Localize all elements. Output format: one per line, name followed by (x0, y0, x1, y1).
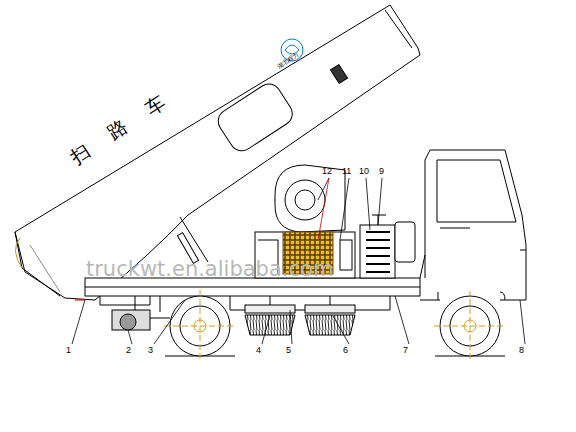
suction-nozzle (112, 310, 170, 330)
callout-number: 1 (66, 346, 71, 355)
hopper (15, 5, 420, 300)
callout-number: 6 (343, 346, 348, 355)
suction-fan (275, 165, 345, 232)
callout-number: 9 (379, 167, 384, 176)
callout-number: 8 (519, 346, 524, 355)
leader-lines (72, 178, 525, 344)
chassis-frame (85, 278, 420, 312)
spring-unit (360, 215, 415, 278)
callout-number: 4 (256, 346, 261, 355)
callout-number: 10 (359, 167, 369, 176)
callout-number: 11 (342, 167, 351, 176)
callout-number: 5 (286, 346, 291, 355)
watermark: truckwt.en.alibaba.com (86, 259, 333, 280)
callout-number: 2 (126, 346, 131, 355)
truck-cab (420, 150, 526, 300)
callout-number: 7 (403, 346, 408, 355)
sweeping-brushes (245, 296, 355, 335)
callout-number: 3 (148, 346, 153, 355)
callout-number: 12 (322, 167, 332, 176)
rear-wheel (164, 290, 236, 362)
front-wheel (434, 290, 506, 362)
